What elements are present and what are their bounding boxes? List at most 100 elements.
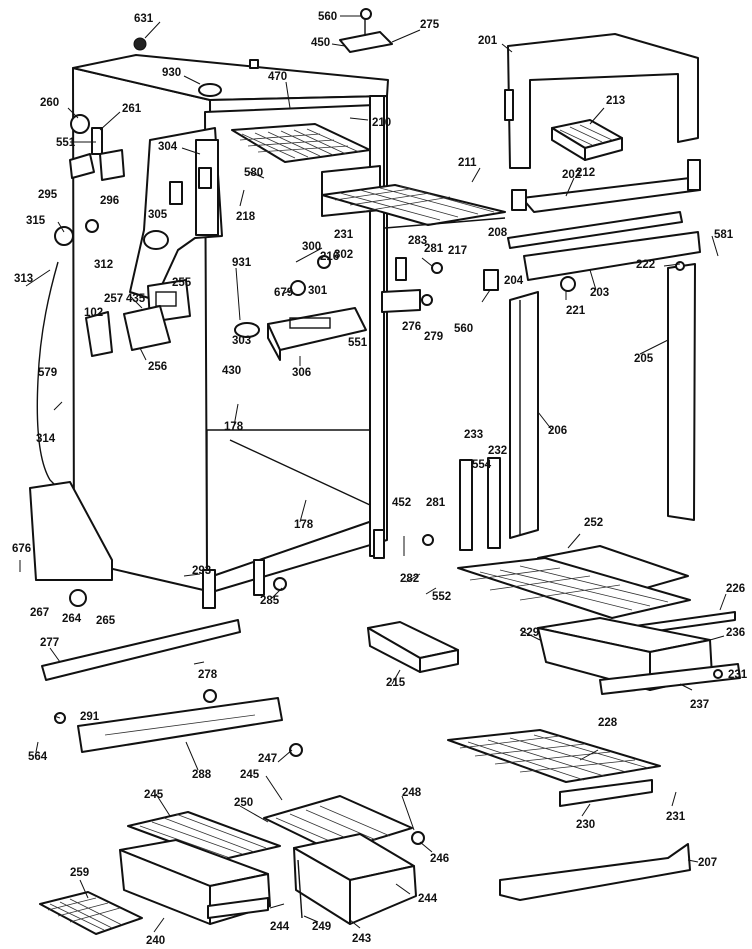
rear-panel: [29, 481, 113, 581]
part-number-label: 579: [38, 367, 57, 379]
part-number-label: 237: [690, 699, 709, 711]
part-number-label: 291: [80, 711, 100, 723]
drawer-cover-245-right: [263, 795, 413, 853]
part-number-label: 295: [38, 189, 58, 201]
hinge-rail-277: [41, 619, 241, 681]
hinge-top-275: [339, 31, 393, 53]
part-number-label: 210: [372, 117, 391, 129]
part-number-label: 256: [148, 361, 167, 373]
drawer-front-244: [207, 897, 269, 919]
part-number-label: 285: [260, 595, 280, 607]
filter-mat-259: [39, 891, 143, 935]
part-number-label: 201: [478, 35, 498, 47]
part-number-label: 282: [400, 573, 419, 585]
shelf-rim-230: [559, 779, 653, 807]
control-box-256: [123, 305, 171, 351]
part-number-label: 202: [562, 169, 581, 181]
part-number-label: 245: [144, 789, 164, 801]
part-number-label: 217: [448, 245, 467, 257]
divider-bar-203: [523, 231, 701, 281]
door-shelf-207: [499, 843, 691, 901]
freezer-wire-shelf: [231, 123, 371, 163]
part-number-label: 211: [458, 157, 477, 169]
part-number-label: 470: [268, 71, 287, 83]
part-number-label: 281: [426, 497, 446, 509]
part-301: [290, 280, 306, 296]
part-number-label: 247: [258, 753, 277, 765]
part-number-label: 314: [36, 433, 56, 445]
part-number-label: 560: [318, 11, 337, 23]
shelf-229: [457, 557, 691, 619]
part-number-label: 248: [402, 787, 422, 799]
part-number-label: 204: [504, 275, 524, 287]
part-number-label: 554: [472, 459, 492, 471]
part-number-label: 250: [234, 797, 253, 809]
part-number-label: 244: [270, 921, 290, 933]
part-number-label: 435: [126, 293, 146, 305]
part-number-label: 218: [236, 211, 256, 223]
part-number-label: 679: [274, 287, 293, 299]
part-number-label: 275: [420, 19, 440, 31]
part-number-label: 228: [598, 717, 618, 729]
part-number-label: 203: [590, 287, 609, 299]
part-number-label: 930: [162, 67, 181, 79]
part-number-label: 207: [698, 857, 717, 869]
part-number-label: 233: [464, 429, 483, 441]
part-number-label: 450: [311, 37, 330, 49]
part-302: [317, 255, 331, 269]
part-number-label: 178: [294, 519, 314, 531]
part-number-label: 305: [148, 209, 168, 221]
part-number-label: 259: [70, 867, 89, 879]
part-number-label: 279: [424, 331, 443, 343]
part-number-label: 264: [62, 613, 82, 625]
part-number-label: 232: [488, 445, 507, 457]
part-number-label: 306: [292, 367, 311, 379]
hinge-204: [483, 269, 499, 291]
part-number-label: 257: [104, 293, 123, 305]
hinge-276: [381, 289, 421, 313]
drawer-243: [293, 833, 417, 925]
part-number-label: 564: [28, 751, 48, 763]
part-number-label: 551: [348, 337, 368, 349]
part-number-label: 222: [636, 259, 655, 271]
part-number-label: 215: [386, 677, 406, 689]
freezer-door: [504, 33, 699, 169]
part-number-label: 265: [96, 615, 116, 627]
part-number-label: 580: [244, 167, 263, 179]
part-number-label: 312: [94, 259, 113, 271]
part-number-label: 551: [56, 137, 76, 149]
hinge-bracket: [395, 257, 407, 281]
part-number-label: 260: [40, 97, 59, 109]
part-number-label: 231: [334, 229, 354, 241]
part-number-label: 178: [224, 421, 244, 433]
drawer-240: [119, 839, 271, 925]
part-number-label: 240: [146, 935, 165, 947]
leader-lines: [19, 15, 727, 933]
part-number-label: 229: [520, 627, 539, 639]
part-number-label: 236: [726, 627, 745, 639]
part-number-label: 243: [352, 933, 371, 945]
door-bar-202: [521, 177, 701, 213]
channel-206: [509, 291, 539, 539]
mullion-205: [667, 263, 696, 521]
part-number-label: 293: [192, 565, 211, 577]
part-number-label: 261: [122, 103, 142, 115]
part-number-label: 277: [40, 637, 59, 649]
part-number-label: 302: [334, 249, 353, 261]
part-number-label: 315: [26, 215, 46, 227]
control-housing: [129, 127, 223, 301]
part-number-label: 276: [402, 321, 421, 333]
part-number-label: 216: [320, 251, 339, 263]
door-bin-215: [367, 621, 459, 673]
part-number-label: 296: [100, 195, 119, 207]
part-number-label: 246: [430, 853, 449, 865]
part-number-label: 212: [576, 167, 595, 179]
part-number-label: 581: [714, 229, 734, 241]
part-number-label: 230: [576, 819, 595, 831]
shelf-216: [321, 165, 506, 229]
part-number-label: 267: [30, 607, 49, 619]
part-number-label: 304: [158, 141, 178, 153]
thermostat-306: [267, 307, 367, 361]
